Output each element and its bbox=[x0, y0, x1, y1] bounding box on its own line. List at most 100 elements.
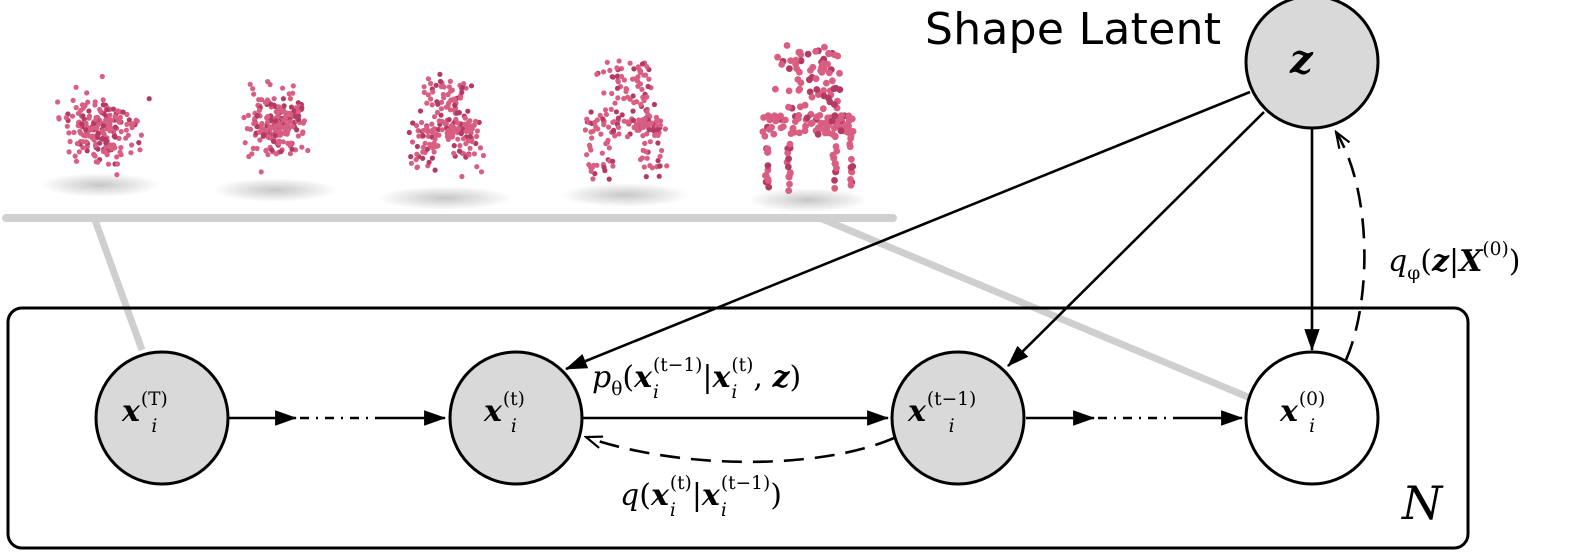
cloud-point bbox=[296, 116, 302, 123]
cloud-point bbox=[786, 180, 793, 188]
cloud-point bbox=[646, 127, 652, 133]
cloud-point bbox=[469, 139, 475, 145]
cloud-point bbox=[75, 110, 82, 116]
cloud-point bbox=[616, 58, 622, 64]
cloud-point bbox=[815, 91, 822, 98]
cloud-point bbox=[473, 118, 479, 124]
cloud-point bbox=[439, 127, 445, 133]
cloud-point bbox=[644, 109, 650, 115]
cloud-point bbox=[600, 69, 607, 75]
cloud-point bbox=[662, 126, 669, 132]
encoder-given: X bbox=[1459, 244, 1483, 279]
cloud-point bbox=[80, 105, 86, 111]
encoder-fn-sub: φ bbox=[1407, 263, 1421, 285]
cloud-point bbox=[110, 142, 116, 148]
xt1-label: x(t−1)i bbox=[908, 390, 976, 435]
cloud-point bbox=[273, 109, 279, 115]
cloud-point bbox=[100, 123, 107, 129]
cloud-point bbox=[247, 126, 254, 132]
cloud-point bbox=[430, 89, 436, 95]
cloud-point bbox=[93, 117, 99, 123]
encoder-fn: q bbox=[1388, 244, 1408, 279]
cloud-point bbox=[764, 162, 772, 170]
cloud-point bbox=[305, 147, 311, 154]
cloud-point bbox=[300, 129, 306, 135]
x0-label: x(0)i bbox=[1280, 388, 1326, 435]
cloud-point bbox=[627, 60, 633, 66]
cloud-point bbox=[72, 153, 78, 159]
cloud-point bbox=[66, 130, 72, 136]
cloud-point bbox=[828, 117, 836, 125]
cloud-point bbox=[114, 161, 121, 167]
cloud-point bbox=[429, 102, 435, 108]
cloud-point bbox=[276, 104, 282, 110]
cloud-point bbox=[91, 137, 97, 143]
cloud-point bbox=[275, 113, 281, 119]
cloud-point bbox=[263, 128, 270, 134]
x0-sup: (0) bbox=[1298, 388, 1326, 410]
cloud-point bbox=[770, 130, 778, 138]
cloud-point bbox=[614, 85, 621, 91]
cloud-point bbox=[95, 130, 101, 136]
cloud-point bbox=[92, 153, 98, 159]
cloud-point bbox=[829, 151, 837, 159]
cloud-point bbox=[280, 96, 286, 102]
cloud-point bbox=[447, 107, 454, 113]
cloud-point bbox=[79, 121, 85, 127]
cloud-point bbox=[439, 118, 445, 125]
cloud-point bbox=[284, 110, 290, 116]
reverse-edge-label: pθ(x(t−1)i|x(t)i, z) bbox=[592, 354, 802, 403]
cloud-point bbox=[100, 128, 106, 134]
cloud-point bbox=[825, 69, 833, 77]
cloud-point bbox=[83, 127, 89, 133]
cloud-point bbox=[831, 160, 839, 168]
cloud-point bbox=[432, 126, 438, 132]
cloud-point bbox=[786, 170, 794, 177]
cloud-point bbox=[813, 113, 821, 121]
cloud-point bbox=[814, 130, 822, 138]
cloud-point bbox=[257, 137, 263, 143]
cloud-point bbox=[639, 61, 646, 67]
cloud-point bbox=[848, 155, 855, 163]
xt-label: x(t)i bbox=[484, 390, 525, 435]
cloud-point bbox=[765, 113, 773, 120]
cloud-point bbox=[281, 103, 287, 109]
cloud-point bbox=[414, 151, 420, 157]
cloud-point bbox=[630, 93, 636, 99]
cloud-point bbox=[837, 127, 845, 135]
forward-edge-label: q(x(t)i|x(t−1)i) bbox=[620, 472, 782, 521]
cloud-point bbox=[259, 120, 265, 127]
cloud-point bbox=[785, 87, 793, 95]
cloud-point bbox=[635, 64, 641, 70]
cloud-point bbox=[124, 121, 130, 127]
cloud-point bbox=[417, 108, 424, 114]
cloud-point bbox=[414, 164, 420, 171]
cloud-point bbox=[129, 142, 135, 148]
cloud-point bbox=[836, 69, 843, 77]
cloud-point bbox=[256, 107, 262, 113]
x0-base: x bbox=[1280, 394, 1298, 429]
cloud-point bbox=[273, 151, 279, 157]
cloud-point bbox=[631, 66, 637, 72]
reverse-given-sup: (t) bbox=[731, 354, 754, 376]
cloud-point bbox=[437, 78, 444, 85]
cloud-point bbox=[288, 104, 295, 110]
node-xt bbox=[448, 350, 584, 486]
node-x0 bbox=[1244, 350, 1380, 486]
cloud-point bbox=[283, 131, 289, 137]
cloud-point bbox=[848, 115, 856, 123]
cloud-point bbox=[69, 113, 76, 119]
cloud-point bbox=[92, 99, 98, 105]
cloud-point bbox=[454, 110, 460, 116]
encoder-target: z bbox=[1431, 244, 1450, 279]
cloud-point bbox=[463, 128, 469, 134]
cloud-point bbox=[619, 112, 625, 118]
cloud-point bbox=[414, 143, 420, 150]
cloud-point bbox=[104, 152, 110, 158]
cloud-point bbox=[431, 114, 438, 120]
cloud-point bbox=[477, 145, 484, 151]
cloud-point bbox=[478, 169, 485, 175]
cloud-point bbox=[462, 122, 468, 128]
cloud-point bbox=[429, 121, 435, 127]
